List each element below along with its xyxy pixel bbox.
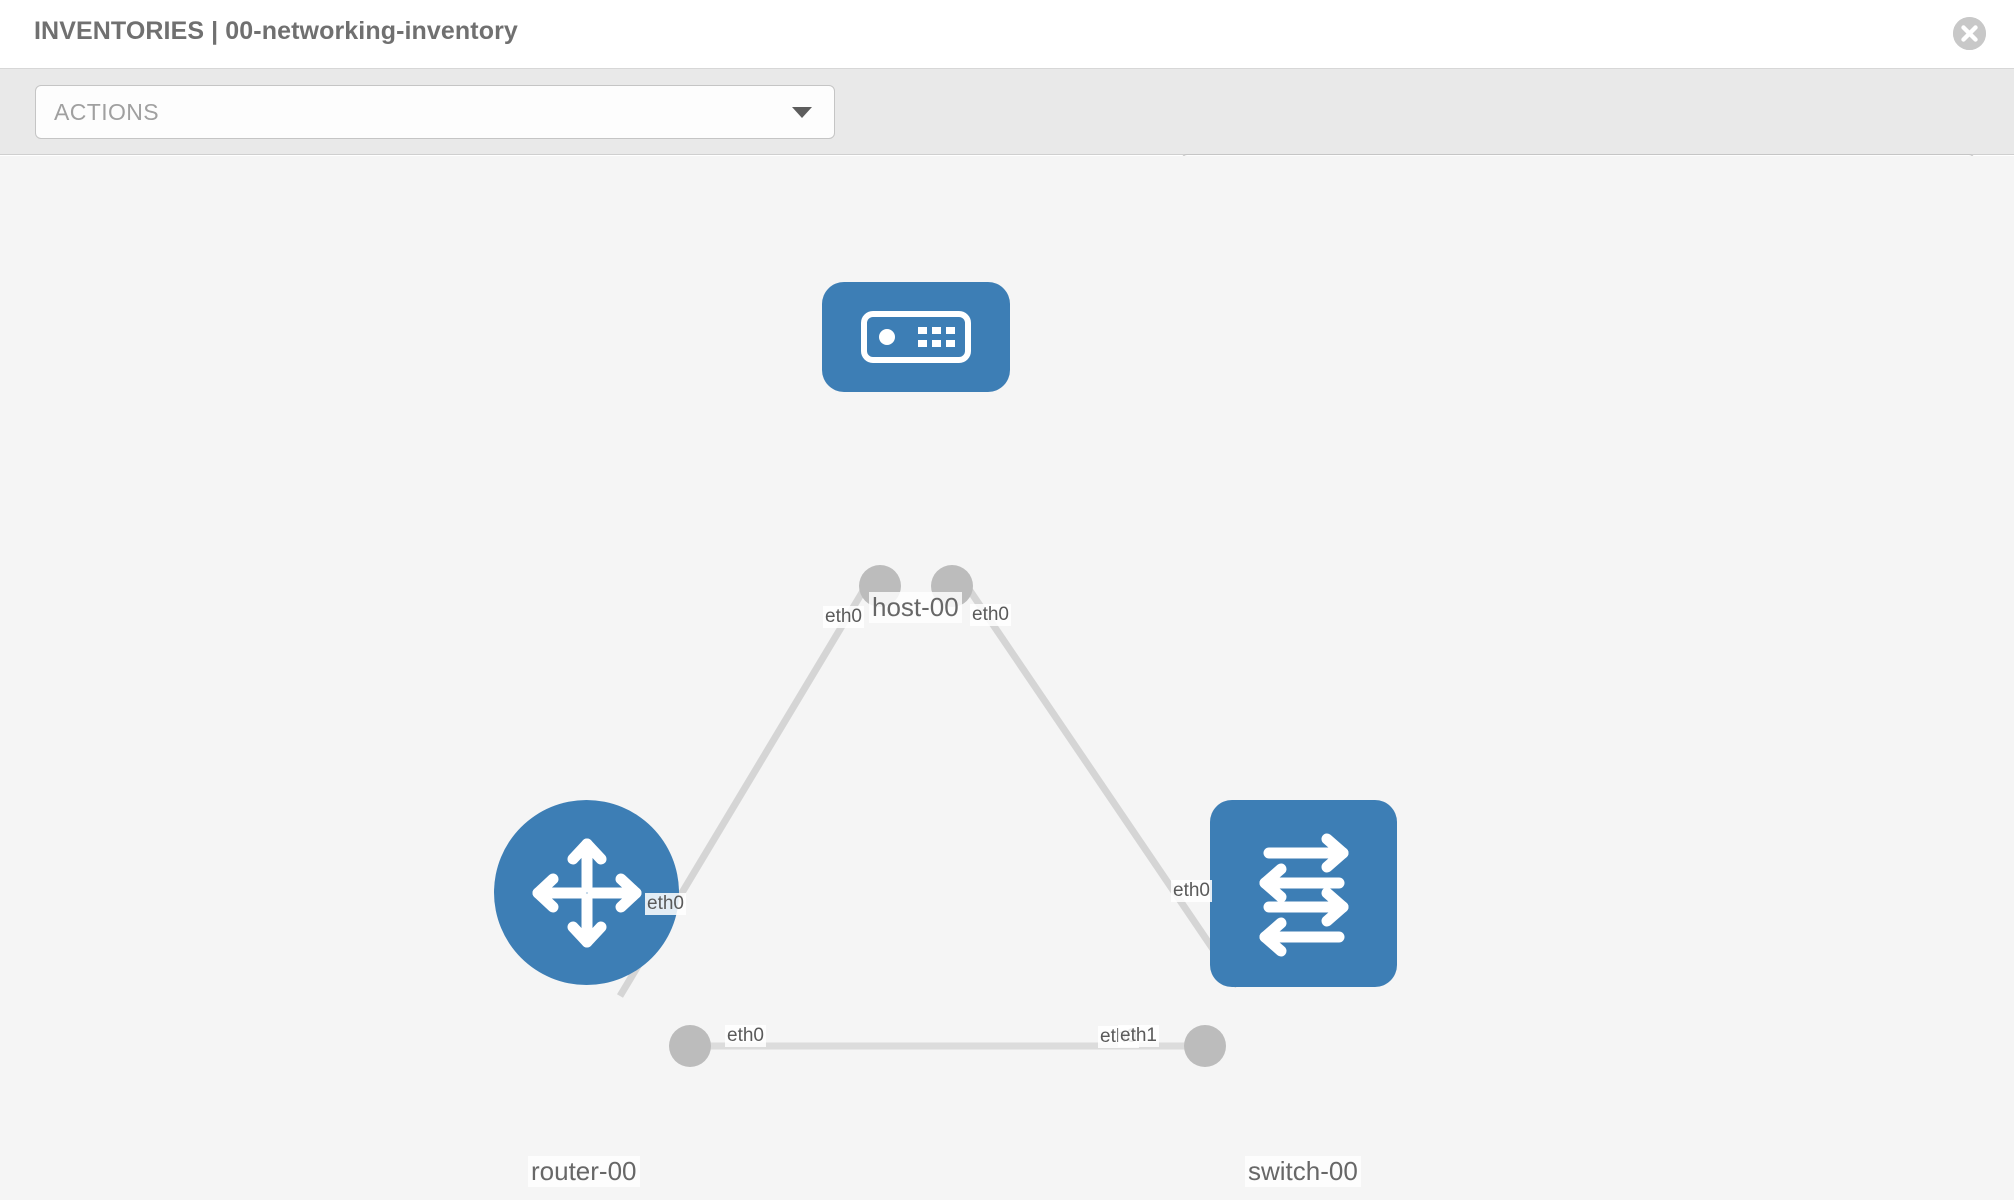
edge-label: eth0 [823, 606, 864, 628]
node-host-00-shape[interactable] [822, 282, 1010, 392]
edge-label: eth0 [725, 1025, 766, 1047]
page-title: INVENTORIES | 00-networking-inventory [34, 17, 518, 45]
link-host-switch [957, 574, 1241, 988]
topology-connectors [669, 565, 1259, 1067]
close-icon [1953, 17, 1986, 50]
topology-links [616, 574, 1241, 1050]
node-switch-00-label: switch-00 [1245, 1156, 1361, 1187]
actions-dropdown-label: ACTIONS [54, 99, 160, 125]
connector-router-right [669, 1025, 711, 1067]
node-host-00-label: host-00 [869, 592, 962, 623]
switch-arrows-icon [1259, 833, 1348, 956]
topology-canvas[interactable]: host-00 router-00 [0, 156, 2014, 1200]
edge-label: eth0 [970, 604, 1011, 626]
node-router-00-shape[interactable] [494, 800, 679, 985]
close-button[interactable] [1953, 17, 1986, 50]
node-switch-00-shape[interactable] [1210, 800, 1397, 987]
edge-label: eth0 [645, 893, 686, 915]
edge-label: eth0 [1171, 880, 1212, 902]
connector-switch-left [1184, 1025, 1226, 1067]
actions-dropdown[interactable]: ACTIONS [35, 85, 835, 139]
toolbar: ACTIONS SEARCH [0, 69, 2014, 208]
node-router-00-label: router-00 [528, 1156, 640, 1187]
page-header: INVENTORIES | 00-networking-inventory [0, 0, 2014, 69]
chevron-down-icon [792, 107, 812, 118]
router-arrows-icon [532, 838, 641, 947]
server-icon [861, 311, 971, 363]
edge-label: eth1 [1118, 1025, 1159, 1047]
